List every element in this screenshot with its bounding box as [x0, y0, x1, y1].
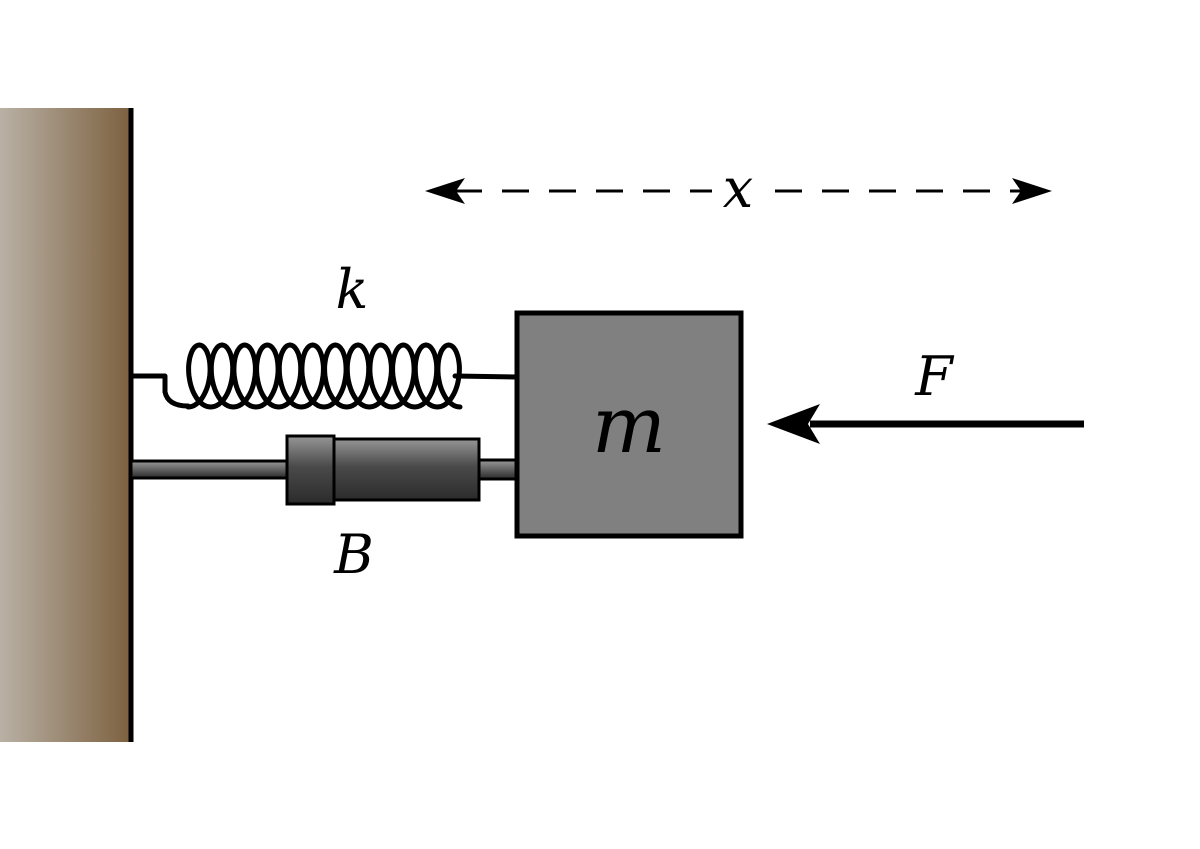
mass-block: m — [514, 310, 744, 539]
wall — [0, 108, 134, 742]
damper — [129, 434, 519, 506]
damper-rod-right — [477, 458, 519, 481]
arrow-left-head — [425, 178, 465, 204]
arrow-right-head — [1012, 178, 1052, 204]
spring — [128, 342, 520, 410]
spring-left-lead — [128, 373, 191, 409]
damper-cylinder — [332, 437, 481, 502]
spring-coil — [185, 342, 463, 410]
mass-box — [514, 310, 744, 539]
damper-piston — [285, 434, 336, 506]
mass-label: m — [592, 381, 666, 471]
spring-constant-label: k — [336, 258, 369, 321]
damper-rod-left — [129, 459, 291, 480]
force-label: F — [914, 345, 955, 408]
spring-right-lead — [452, 373, 520, 380]
wall-body — [0, 108, 130, 742]
damping-label: B — [333, 523, 374, 586]
force-arrow: F — [767, 345, 1084, 444]
displacement-label: x — [723, 157, 753, 220]
displacement-arrow: x — [425, 157, 1052, 220]
force-arrow-head — [767, 404, 820, 444]
